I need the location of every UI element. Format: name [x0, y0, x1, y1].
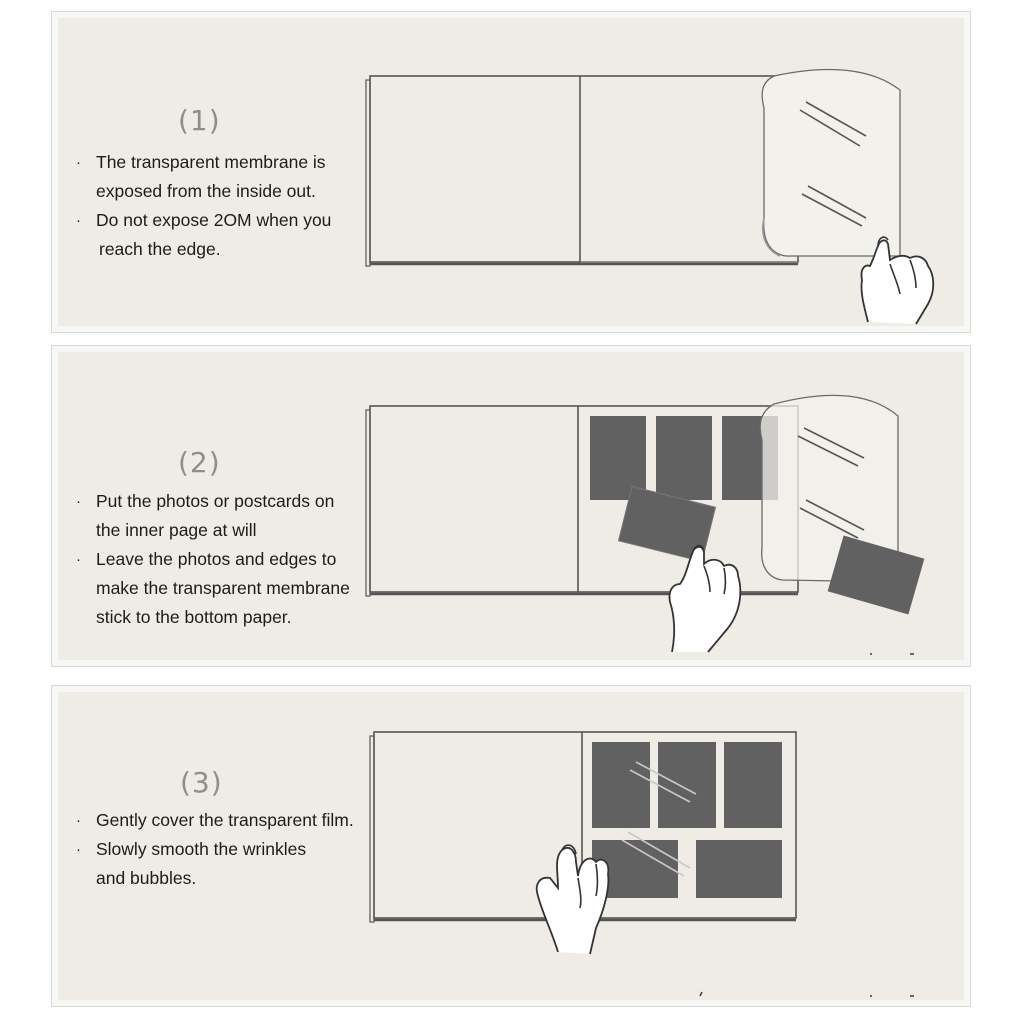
photo [658, 742, 716, 828]
step-2-instructions: · Put the photos or postcards on the inn… [74, 487, 350, 632]
step-3-illustration [369, 731, 914, 997]
hand-icon [535, 847, 610, 955]
step-2-illustration [365, 394, 925, 655]
bullet-line: and bubbles. [96, 868, 197, 888]
step-3-bullet-1: · Gently cover the transparent film. [74, 806, 354, 835]
photo [590, 416, 646, 500]
step-3-instructions: · Gently cover the transparent film. · S… [74, 806, 354, 893]
bullet-line: exposed from the inside out. [96, 181, 316, 201]
step-3-panel: (3) · Gently cover the transparent film.… [52, 686, 970, 1006]
photo [592, 742, 650, 828]
transparent-membrane [759, 394, 899, 583]
step-1-panel: (1) · The transparent membrane is expose… [52, 12, 970, 332]
bullet-line: the inner page at will [96, 520, 257, 540]
step-1-bullet-2: · Do not expose 2OM when you reach the e… [74, 206, 331, 264]
bullet-dot: · [76, 212, 81, 229]
step-1-bullet-1: · The transparent membrane is exposed fr… [74, 148, 331, 206]
bullet-line: The transparent membrane is [96, 152, 326, 172]
bullet-line: reach the edge. [99, 239, 221, 259]
step-2-bullet-1: · Put the photos or postcards on the inn… [74, 487, 350, 545]
bullet-dot: · [76, 841, 81, 858]
transparent-membrane [761, 68, 901, 257]
photo [696, 840, 782, 898]
bullet-dot: · [76, 154, 81, 171]
step-3-bullet-2: · Slowly smooth the wrinkles and bubbles… [74, 835, 354, 893]
bullet-line: Put the photos or postcards on [96, 491, 335, 511]
bullet-line: Do not expose 2OM when you [96, 210, 332, 230]
bullet-line: stick to the bottom paper. [96, 607, 292, 627]
bullet-dot: · [76, 812, 81, 829]
photo [656, 416, 712, 500]
step-1-instructions: · The transparent membrane is exposed fr… [74, 148, 331, 264]
bullet-line: Gently cover the transparent film. [96, 810, 354, 830]
held-photo [617, 485, 717, 563]
hand-icon [668, 546, 742, 653]
step-3-number: (3) [180, 766, 223, 799]
step-1-number: (1) [178, 104, 221, 137]
step-1-illustration [365, 68, 935, 325]
loose-photo [827, 535, 925, 615]
bullet-dot: · [76, 551, 81, 568]
bullet-line: Leave the photos and edges to [96, 549, 337, 569]
album-outline [369, 75, 799, 263]
bullet-dot: · [76, 493, 81, 510]
step-2-number: (2) [178, 446, 221, 479]
photo [724, 742, 782, 828]
bullet-line: make the transparent membrane [96, 578, 350, 598]
step-2-bullet-2: · Leave the photos and edges to make the… [74, 545, 350, 632]
bullet-line: Slowly smooth the wrinkles [96, 839, 307, 859]
step-2-panel: (2) · Put the photos or postcards on the… [52, 346, 970, 666]
